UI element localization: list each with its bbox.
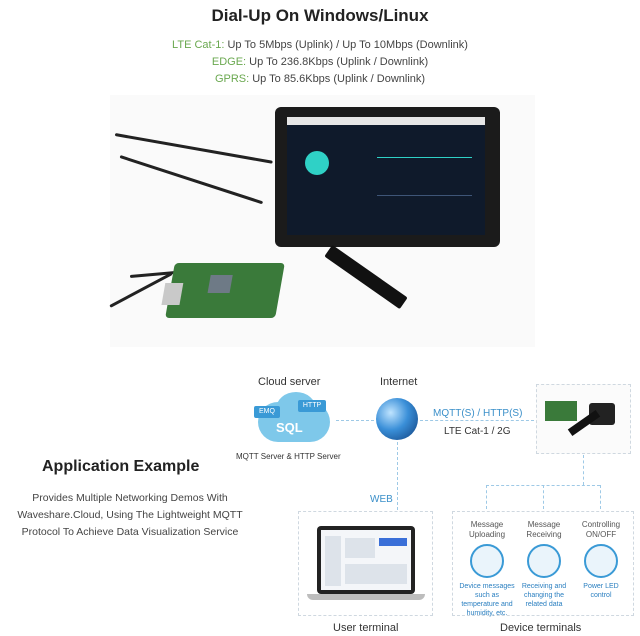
connector-line (583, 455, 584, 485)
web-label: WEB (370, 494, 393, 505)
speed-specs: LTE Cat-1: Up To 5Mbps (Uplink) / Up To … (0, 37, 640, 88)
spec-lte: LTE Cat-1: Up To 5Mbps (Uplink) / Up To … (172, 39, 468, 51)
spec-edge: EDGE: Up To 236.8Kbps (Uplink / Downlink… (211, 56, 429, 68)
connector-line (486, 485, 487, 509)
lte-antenna (324, 244, 408, 310)
module-chip (207, 275, 233, 293)
page-title: Dial-Up On Windows/Linux (211, 6, 429, 25)
hat-board (545, 401, 577, 421)
internet-label: Internet (380, 376, 418, 388)
http-tag: HTTP (298, 400, 326, 412)
laptop-base (307, 594, 425, 600)
signal-gauge (305, 151, 329, 175)
dashboard-screen (321, 530, 411, 590)
chart-line (377, 157, 472, 158)
connector-line (600, 485, 601, 509)
connector-line (336, 420, 374, 421)
chat-bubble-icon (527, 544, 561, 578)
terminal-message-uploading: Message Uploading Device messages such a… (459, 520, 515, 617)
globe-icon (376, 398, 418, 440)
display-screen (287, 117, 485, 235)
cable (119, 155, 264, 205)
raspberry-pi-board (161, 263, 285, 318)
usb-port (161, 283, 184, 305)
thermometer-icon (470, 544, 504, 578)
device-terminals-label: Device terminals (500, 622, 582, 634)
device-terminals-box: Message Uploading Device messages such a… (452, 511, 634, 617)
cloud-icon: EMQ HTTP SQL (240, 392, 335, 448)
application-title: Application Example (42, 458, 200, 475)
spec-gprs: GPRS: Up To 85.6Kbps (Uplink / Downlink) (214, 73, 426, 85)
cloud-subtitle: MQTT Server & HTTP Server (236, 452, 341, 461)
emq-tag: EMQ (254, 406, 280, 418)
chart-line (377, 195, 472, 196)
connector-line (397, 442, 398, 510)
user-terminal-box (298, 511, 433, 616)
terminal-message-receiving: Message Receiving Receiving and changing… (521, 520, 567, 608)
display-monitor (275, 107, 500, 247)
browser-bar (287, 117, 485, 125)
application-description: Provides Multiple Networking Demos With … (17, 492, 243, 538)
device-hardware (536, 384, 631, 454)
cloud-server-label: Cloud server (258, 376, 321, 388)
connector-line (420, 420, 534, 421)
cable (114, 133, 273, 164)
laptop-icon (317, 526, 415, 594)
location-pin-icon (584, 544, 618, 578)
connector-line (543, 485, 544, 509)
user-terminal-label: User terminal (333, 622, 399, 634)
network-label: LTE Cat-1 / 2G (444, 426, 511, 437)
sql-tag: SQL (276, 420, 303, 435)
product-photo (109, 95, 535, 347)
protocol-label: MQTT(S) / HTTP(S) (433, 408, 523, 419)
terminal-controlling: Controlling ON/OFF Power LED control (581, 520, 621, 599)
